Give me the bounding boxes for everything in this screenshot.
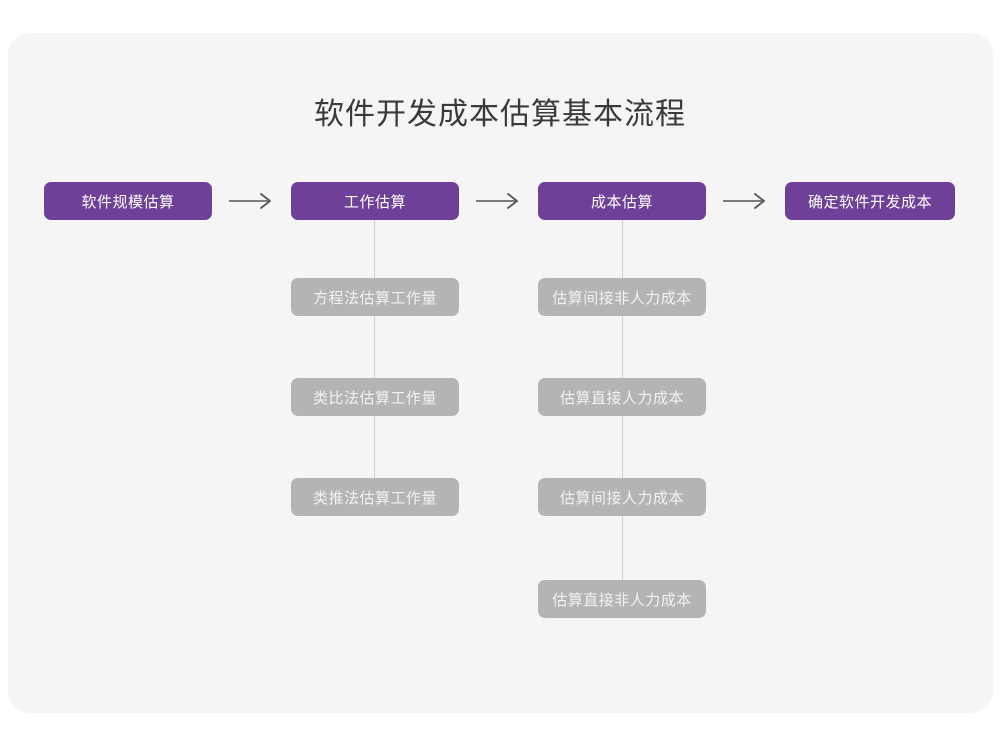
node-cost-estimation[interactable]: 成本估算	[538, 182, 706, 220]
subnode-effort-inference-method[interactable]: 类推法估算工作量	[291, 478, 459, 516]
node-software-scale-estimation[interactable]: 软件规模估算	[44, 182, 212, 220]
page-title: 软件开发成本估算基本流程	[314, 98, 686, 131]
subnode-indirect-labor-cost[interactable]: 估算间接人力成本	[538, 478, 706, 516]
arrow-right-icon-1	[228, 190, 276, 212]
subnode-effort-equation-method[interactable]: 方程法估算工作量	[291, 278, 459, 316]
node-label: 估算直接人力成本	[559, 389, 684, 407]
node-label: 成本估算	[590, 193, 653, 211]
arrow-right-icon-2	[475, 190, 523, 212]
node-label: 软件规模估算	[81, 193, 175, 211]
node-label: 估算间接非人力成本	[552, 289, 692, 307]
subnode-indirect-nonlabor-cost[interactable]: 估算间接非人力成本	[538, 278, 706, 316]
node-label: 类比法估算工作量	[312, 389, 437, 407]
subnode-direct-nonlabor-cost[interactable]: 估算直接非人力成本	[538, 580, 706, 618]
node-effort-estimation[interactable]: 工作估算	[291, 182, 459, 220]
subnode-direct-labor-cost[interactable]: 估算直接人力成本	[538, 378, 706, 416]
node-label: 方程法估算工作量	[312, 289, 437, 307]
node-label: 类推法估算工作量	[312, 489, 437, 507]
subnode-effort-analogy-method[interactable]: 类比法估算工作量	[291, 378, 459, 416]
node-label: 估算直接非人力成本	[552, 591, 692, 609]
arrow-right-icon-3	[722, 190, 770, 212]
node-label: 工作估算	[343, 193, 406, 211]
node-label: 确定软件开发成本	[807, 193, 932, 211]
node-label: 估算间接人力成本	[559, 489, 684, 507]
connector-line-effort-estimation	[374, 219, 375, 479]
node-determine-development-cost[interactable]: 确定软件开发成本	[785, 182, 955, 220]
diagram-card	[8, 33, 993, 713]
